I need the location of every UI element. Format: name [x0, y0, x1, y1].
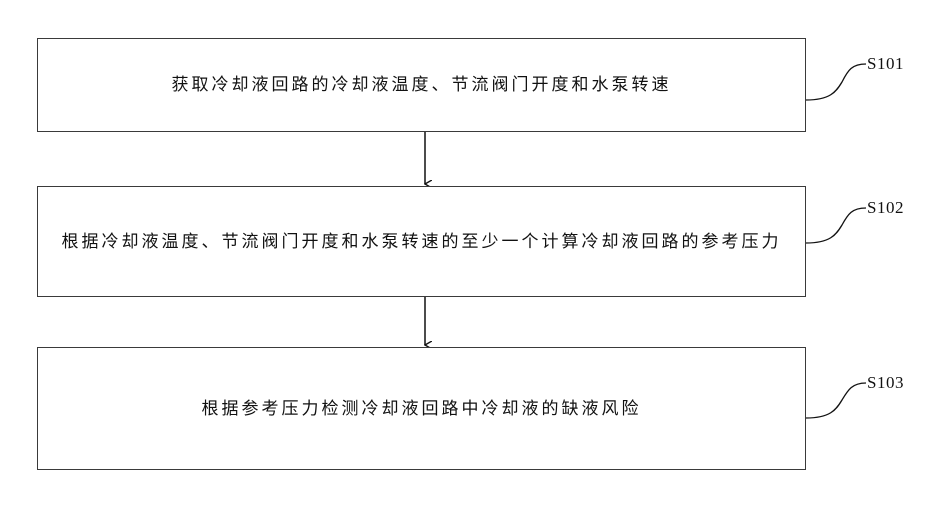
step-text-s103: 根据参考压力检测冷却液回路中冷却液的缺液风险 — [202, 392, 642, 426]
step-box-s102: 根据冷却液温度、节流阀门开度和水泵转速的至少一个计算冷却液回路的参考压力 — [37, 186, 806, 297]
step-label-s103: S103 — [867, 373, 904, 393]
step-label-s102: S102 — [867, 198, 904, 218]
leader-line-s102 — [806, 208, 866, 243]
step-label-s101: S101 — [867, 54, 904, 74]
step-text-s102: 根据冷却液温度、节流阀门开度和水泵转速的至少一个计算冷却液回路的参考压力 — [44, 225, 800, 259]
step-box-s103: 根据参考压力检测冷却液回路中冷却液的缺液风险 — [37, 347, 806, 470]
leader-line-s101 — [806, 64, 866, 100]
step-box-s101: 获取冷却液回路的冷却液温度、节流阀门开度和水泵转速 — [37, 38, 806, 132]
step-text-s101: 获取冷却液回路的冷却液温度、节流阀门开度和水泵转速 — [172, 68, 672, 102]
leader-line-s103 — [806, 383, 866, 418]
